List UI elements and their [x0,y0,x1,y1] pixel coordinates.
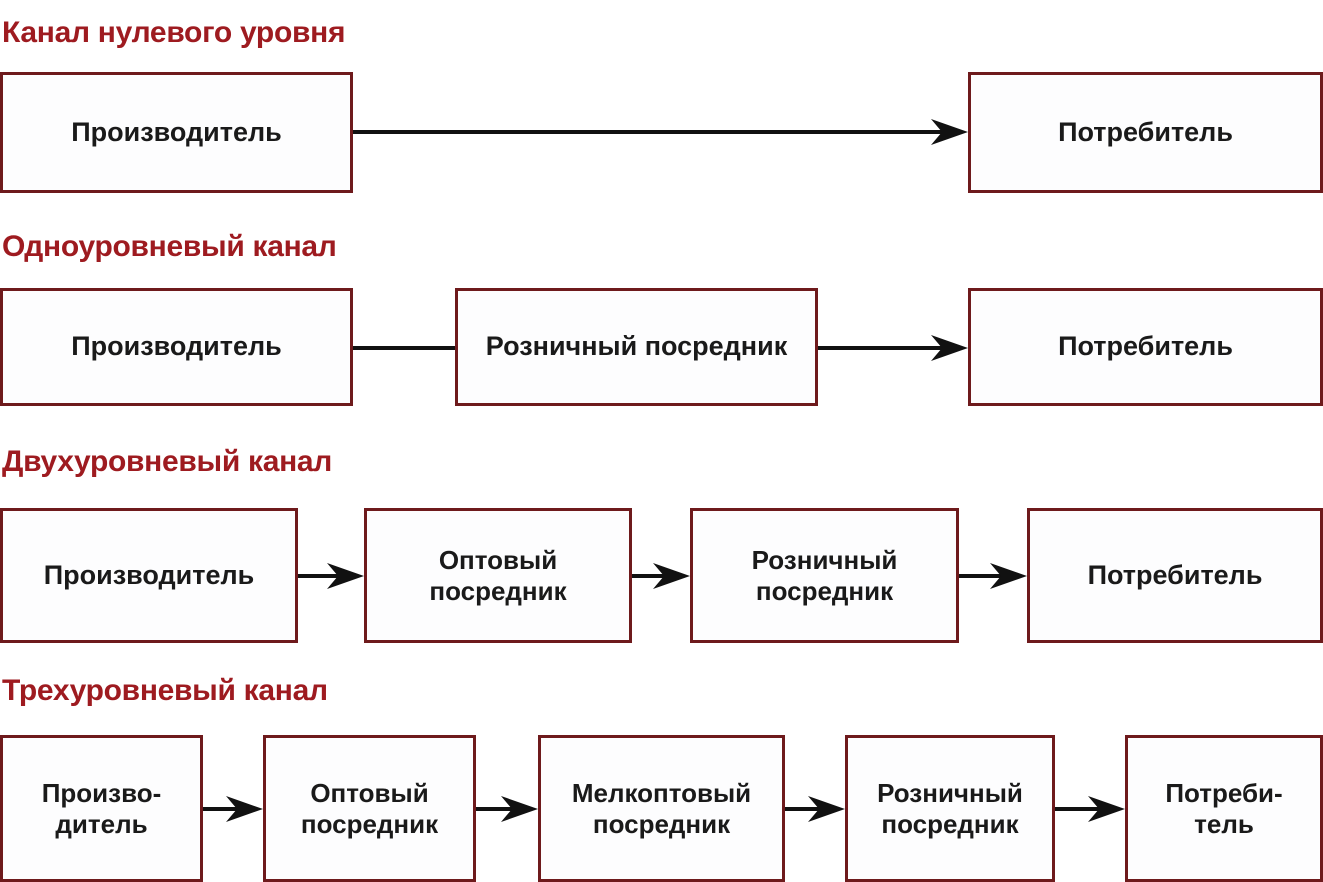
node-label-line-2: посредник [881,808,1019,839]
node-label-line-1: Произво- [41,777,162,808]
section-title-two-level: Двухуровневый канал [2,445,333,478]
node-three-level-wholesale-intermediary: Оптовый посредник [263,735,476,882]
node-one-level-producer: Производитель [0,288,353,406]
node-label-line-1: Оптовый [438,544,558,575]
connector-three-level-wholesale-to-small-wholesale [476,795,538,823]
node-zero-level-producer: Производитель [0,72,353,193]
node-label-line-1: Оптовый [310,777,429,808]
node-two-level-producer: Производитель [0,508,298,643]
node-label-line-2: посредник [300,808,439,839]
connector-one-level-retail-to-consumer [818,334,968,362]
section-title-one-level: Одноуровневый канал [2,230,337,263]
node-label-line-2: посредник [755,575,894,606]
node-two-level-wholesale-intermediary: Оптовый посредник [364,508,632,643]
node-label-line-1: Мелкоптовый [571,777,752,808]
node-three-level-consumer: Потреби- тель [1125,735,1323,882]
connector-three-level-retail-to-consumer [1055,795,1125,823]
connector-two-level-producer-to-wholesale [298,562,364,590]
node-one-level-retail-intermediary: Розничный посредник [455,288,818,406]
section-title-zero-level: Канал нулевого уровня [2,16,346,49]
connector-three-level-small-wholesale-to-retail [785,795,845,823]
section-title-three-level: Трехуровневый канал [2,674,328,707]
node-label-line-2: посредник [592,808,731,839]
connector-zero-level-producer-to-consumer [353,118,968,146]
node-label-line-1: Розничный [877,777,1023,808]
node-label-line-1: Розничный [751,544,898,575]
node-two-level-consumer: Потребитель [1027,508,1323,643]
node-two-level-retail-intermediary: Розничный посредник [690,508,959,643]
node-label-line-2: тель [1194,808,1254,839]
connector-two-level-retail-to-consumer [959,562,1027,590]
connector-two-level-wholesale-to-retail [632,562,690,590]
node-label-line-2: дитель [55,808,148,839]
node-three-level-small-wholesale-intermediary: Мелкоптовый посредник [538,735,785,882]
connector-one-level-producer-to-retail [353,334,455,362]
node-label-line-2: посредник [429,575,567,606]
connector-three-level-producer-to-wholesale [203,795,263,823]
node-zero-level-consumer: Потребитель [968,72,1323,193]
node-label-line-1: Потреби- [1165,777,1283,808]
node-one-level-consumer: Потребитель [968,288,1323,406]
node-three-level-producer: Произво- дитель [0,735,203,882]
node-three-level-retail-intermediary: Розничный посредник [845,735,1055,882]
